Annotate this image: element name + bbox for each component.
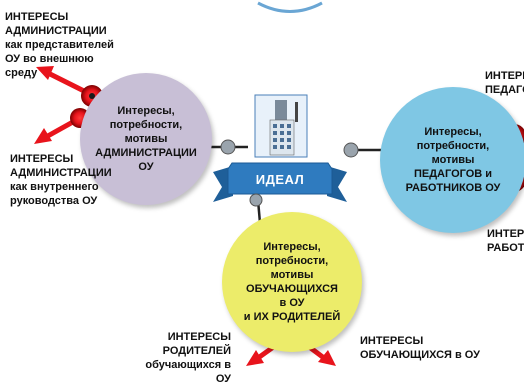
gear-node-bottom (249, 193, 263, 207)
gear-node-right (343, 142, 359, 158)
ideal-banner (213, 162, 347, 202)
gear-node-left (220, 139, 236, 155)
students-circle-text: Интересы, потребности, мотивы ОБУЧАЮЩИХС… (243, 241, 341, 323)
label-parents: ИНТЕРЕСЫ РОДИТЕЛЕЙ обучающихся в ОУ (145, 331, 231, 385)
top-circle-edge (257, 1, 323, 13)
teachers-circle: Интересы, потребности, мотивы ПЕДАГОГОВ … (380, 87, 524, 233)
banner-text: ИДЕАЛ (255, 172, 305, 187)
building-icon (254, 94, 308, 158)
label-teachers-top: ИНТЕРЕ ПЕДАГОГ (485, 70, 524, 96)
teachers-circle-text: Интересы, потребности, мотивы ПЕДАГОГОВ … (405, 126, 501, 194)
label-admin-external: ИНТЕРЕСЫ АДМИНИСТРАЦИИ как представителе… (5, 11, 114, 79)
label-admin-internal: ИНТЕРЕСЫ АДМИНИСТРАЦИИ как внутреннего р… (10, 153, 112, 207)
students-circle: Интересы, потребности, мотивы ОБУЧАЮЩИХС… (222, 212, 362, 352)
admin-circle-text: Интересы, потребности, мотивы АДМИНИСТРА… (95, 105, 197, 173)
label-students: ИНТЕРЕСЫ ОБУЧАЮЩИХСЯ в ОУ (360, 335, 480, 361)
admin-circle: Интересы, потребности, мотивы АДМИНИСТРА… (80, 73, 212, 205)
label-teachers-bottom: ИНТЕРЕ РАБОТ (487, 228, 524, 254)
